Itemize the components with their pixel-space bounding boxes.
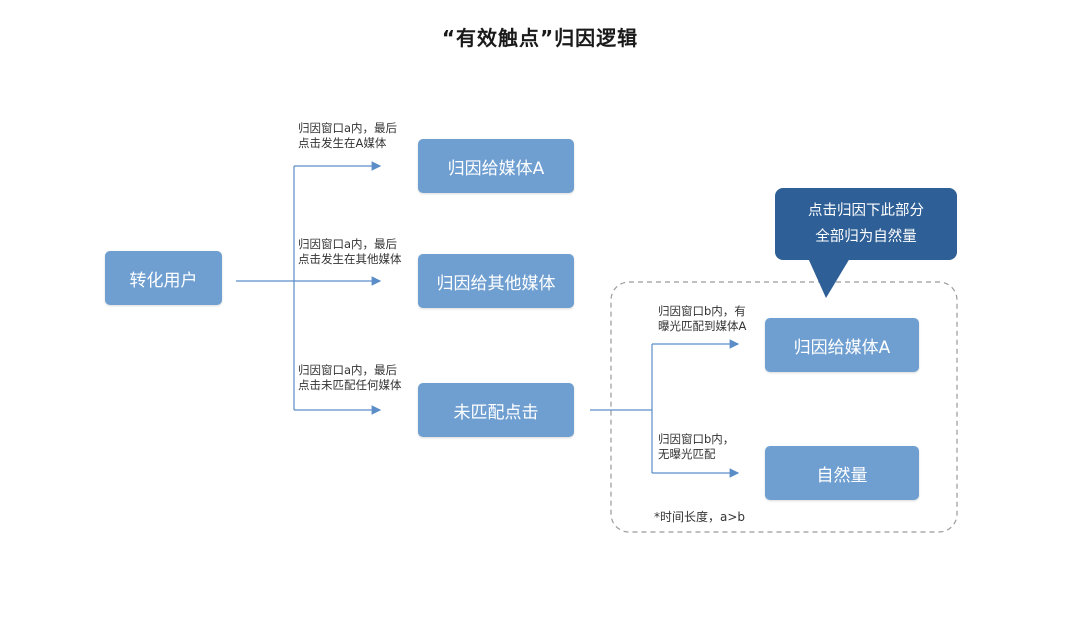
footnote: *时间长度，a>b (654, 510, 746, 524)
callout-pointer (808, 258, 850, 298)
diagram-title: “有效触点”归因逻辑 (441, 26, 639, 50)
callout-note: 点击归因下此部分 全部归为自然量 (775, 188, 957, 260)
sub-label-impression-match: 归因窗口b内，有 曝光匹配到媒体A (658, 304, 747, 333)
branch-label-unmatched: 归因窗口a内，最后 点击未匹配任何媒体 (298, 363, 402, 392)
branch-label-other-media: 归因窗口a内，最后 点击发生在其他媒体 (298, 237, 402, 266)
node-attribute-media-a-impression: 归因给媒体A (765, 318, 919, 372)
node-attribute-other-media: 归因给其他媒体 (418, 254, 574, 308)
node-attribute-media-a: 归因给媒体A (418, 139, 574, 193)
sub-label-no-impression: 归因窗口b内， 无曝光匹配 (658, 432, 735, 461)
branch-label-media-a: 归因窗口a内，最后 点击发生在A媒体 (298, 121, 398, 150)
node-natural-traffic: 自然量 (765, 446, 919, 500)
callout-line-2: 全部归为自然量 (815, 229, 917, 245)
node-converted-user: 转化用户 (105, 251, 222, 305)
callout-line-1: 点击归因下此部分 (808, 203, 924, 219)
node-unmatched-click: 未匹配点击 (418, 383, 574, 437)
dashed-group-box (610, 281, 958, 533)
